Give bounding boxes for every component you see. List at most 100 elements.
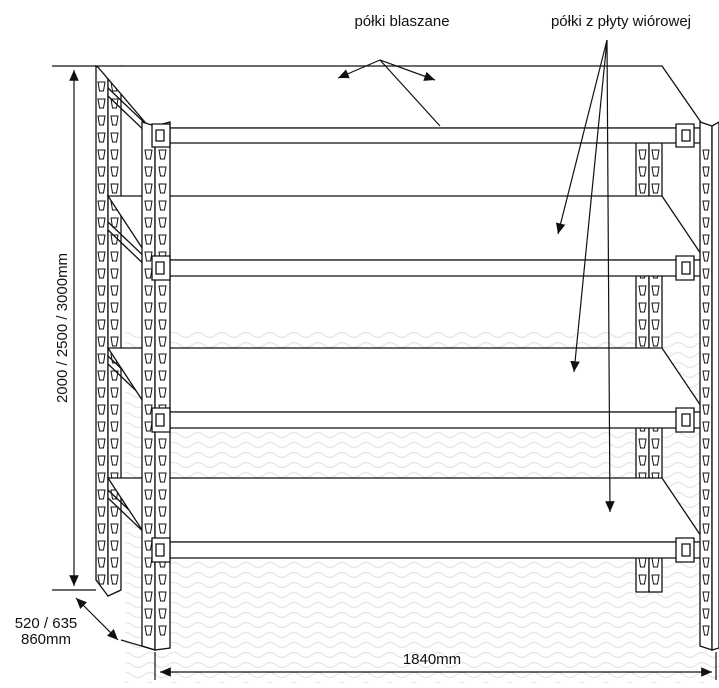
keyhole-slot-icon xyxy=(702,234,710,245)
keyhole-slot-icon xyxy=(651,149,660,160)
keyhole-slot-icon xyxy=(158,234,167,245)
keyhole-slot-icon xyxy=(702,404,710,415)
keyhole-slot-icon xyxy=(144,251,153,262)
keyhole-slot-icon xyxy=(702,557,710,568)
keyhole-slot-icon xyxy=(158,149,167,160)
keyhole-slot-icon xyxy=(110,285,119,296)
keyhole-slot-icon xyxy=(110,557,119,568)
keyhole-slot-icon xyxy=(110,302,119,313)
keyhole-slot-icon xyxy=(144,370,153,381)
keyhole-slot-icon xyxy=(702,608,710,619)
keyhole-slot-icon xyxy=(638,319,647,330)
keyhole-slot-icon xyxy=(110,115,119,126)
shelf-level-2 xyxy=(106,195,707,277)
keyhole-slot-icon xyxy=(110,251,119,262)
keyhole-slot-icon xyxy=(702,285,710,296)
shelf-bracket xyxy=(151,123,171,148)
keyhole-slot-icon xyxy=(638,166,647,177)
keyhole-slot-icon xyxy=(702,336,710,347)
keyhole-slot-icon xyxy=(97,421,106,432)
shelf-bracket xyxy=(675,407,695,433)
shelf-bracket xyxy=(675,537,695,563)
keyhole-slot-icon xyxy=(97,472,106,483)
keyhole-slot-icon xyxy=(110,149,119,160)
shelf-brackets xyxy=(151,123,695,563)
keyhole-slot-icon xyxy=(638,455,647,466)
shelf-bracket xyxy=(675,255,695,281)
keyhole-slot-icon xyxy=(158,302,167,313)
keyhole-slot-icon xyxy=(144,353,153,364)
keyhole-slot-icon xyxy=(158,166,167,177)
keyhole-slot-icon xyxy=(702,489,710,500)
shelf-bracket xyxy=(151,537,171,563)
keyhole-slot-icon xyxy=(97,319,106,330)
keyhole-slot-icon xyxy=(702,268,710,279)
keyhole-slot-icon xyxy=(144,472,153,483)
keyhole-slot-icon xyxy=(144,319,153,330)
keyhole-slot-icon xyxy=(110,217,119,228)
keyhole-slot-icon xyxy=(110,438,119,449)
shelf-level-4 xyxy=(106,477,707,559)
keyhole-slot-icon xyxy=(702,625,710,636)
keyhole-slot-icon xyxy=(158,608,167,619)
keyhole-slot-icon xyxy=(702,540,710,551)
keyhole-slot-icon xyxy=(158,319,167,330)
keyhole-slot-icon xyxy=(97,455,106,466)
keyhole-slot-icon xyxy=(158,591,167,602)
keyhole-slot-icon xyxy=(144,557,153,568)
keyhole-slot-icon xyxy=(97,285,106,296)
keyhole-slot-icon xyxy=(702,421,710,432)
keyhole-slot-icon xyxy=(97,302,106,313)
keyhole-slot-icon xyxy=(144,149,153,160)
metal-shelves-label: półki blaszane xyxy=(354,13,449,30)
keyhole-slot-icon xyxy=(97,98,106,109)
keyhole-slot-icon xyxy=(97,234,106,245)
keyhole-slot-icon xyxy=(110,506,119,517)
keyhole-slot-icon xyxy=(110,523,119,534)
keyhole-slot-icon xyxy=(144,234,153,245)
keyhole-slot-icon xyxy=(110,166,119,177)
keyhole-slot-icon xyxy=(651,438,660,449)
keyhole-slot-icon xyxy=(97,251,106,262)
keyhole-slot-icon xyxy=(97,489,106,500)
keyhole-slot-icon xyxy=(144,523,153,534)
keyhole-slot-icon xyxy=(97,557,106,568)
keyhole-slot-icon xyxy=(110,336,119,347)
keyhole-slot-icon xyxy=(144,625,153,636)
keyhole-slot-icon xyxy=(651,319,660,330)
keyhole-slot-icon xyxy=(158,217,167,228)
keyhole-slot-icon xyxy=(144,574,153,585)
keyhole-slot-icon xyxy=(638,183,647,194)
shelf-level-3 xyxy=(106,347,707,429)
keyhole-slot-icon xyxy=(638,302,647,313)
keyhole-slot-icon xyxy=(158,523,167,534)
keyhole-slot-icon xyxy=(158,489,167,500)
keyhole-slot-icon xyxy=(651,336,660,347)
keyhole-slot-icon xyxy=(97,540,106,551)
keyhole-slot-icon xyxy=(651,285,660,296)
keyhole-slot-icon xyxy=(144,387,153,398)
front-left-slot-column xyxy=(144,149,167,636)
depth-dimension xyxy=(75,597,156,651)
keyhole-slot-icon xyxy=(702,523,710,534)
keyhole-slot-icon xyxy=(110,387,119,398)
keyhole-slot-icon xyxy=(144,183,153,194)
keyhole-slot-icon xyxy=(158,472,167,483)
shelf-bracket xyxy=(675,123,695,148)
depth-label-line2: 860mm xyxy=(21,631,71,648)
keyhole-slot-icon xyxy=(97,268,106,279)
keyhole-slot-icon xyxy=(158,353,167,364)
keyhole-slot-icon xyxy=(158,574,167,585)
keyhole-slot-icon xyxy=(702,370,710,381)
keyhole-slot-icon xyxy=(702,302,710,313)
keyhole-slot-icon xyxy=(702,438,710,449)
keyhole-slot-icon xyxy=(651,574,660,585)
keyhole-slot-icon xyxy=(638,557,647,568)
top-metal-shelf xyxy=(95,65,707,144)
keyhole-slot-icon xyxy=(702,472,710,483)
keyhole-slot-icon xyxy=(702,591,710,602)
keyhole-slot-icon xyxy=(110,132,119,143)
keyhole-slot-icon xyxy=(651,166,660,177)
keyhole-slot-icon xyxy=(110,183,119,194)
